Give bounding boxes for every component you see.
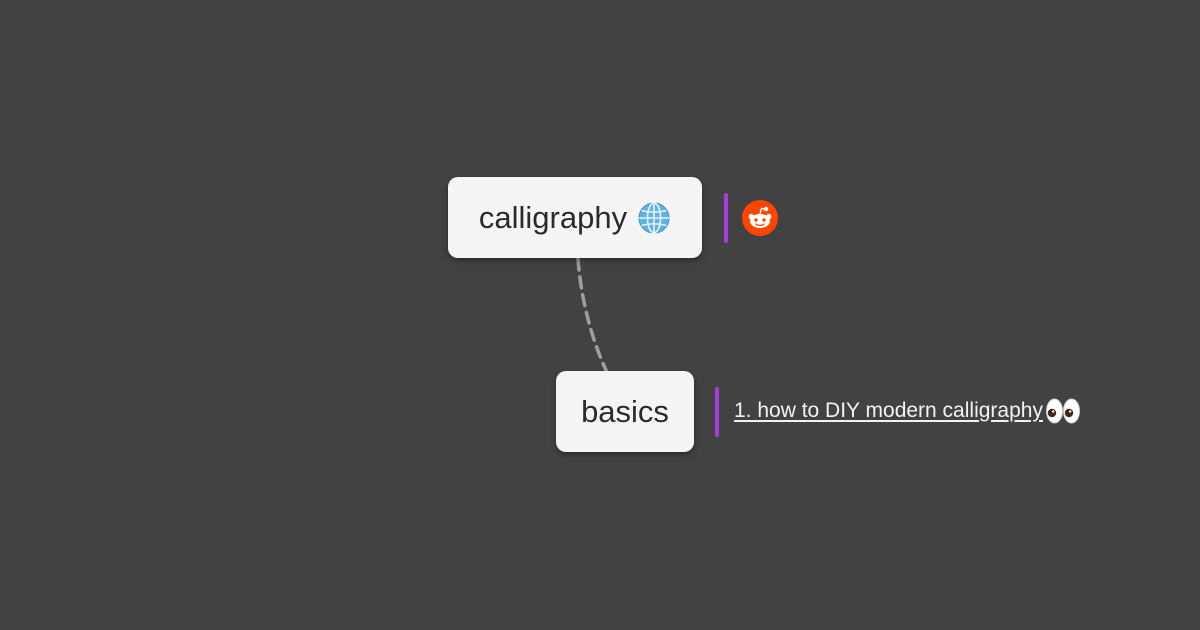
child-accent-bar — [715, 387, 719, 437]
root-accent-bar — [724, 193, 728, 243]
globe-icon — [637, 201, 671, 235]
child-link-row: 1. how to DIY modern calligraphy — [734, 397, 1081, 425]
child-node-label: basics — [581, 393, 669, 429]
root-to-basics-connector — [576, 257, 608, 372]
child-node-basics[interactable]: basics — [556, 371, 694, 452]
reddit-icon[interactable] — [742, 200, 778, 236]
root-node-calligraphy[interactable]: calligraphy — [448, 177, 702, 258]
root-node-label: calligraphy — [478, 199, 628, 235]
eyes-icon — [1045, 397, 1081, 425]
diy-calligraphy-link[interactable]: 1. how to DIY modern calligraphy — [734, 399, 1043, 422]
